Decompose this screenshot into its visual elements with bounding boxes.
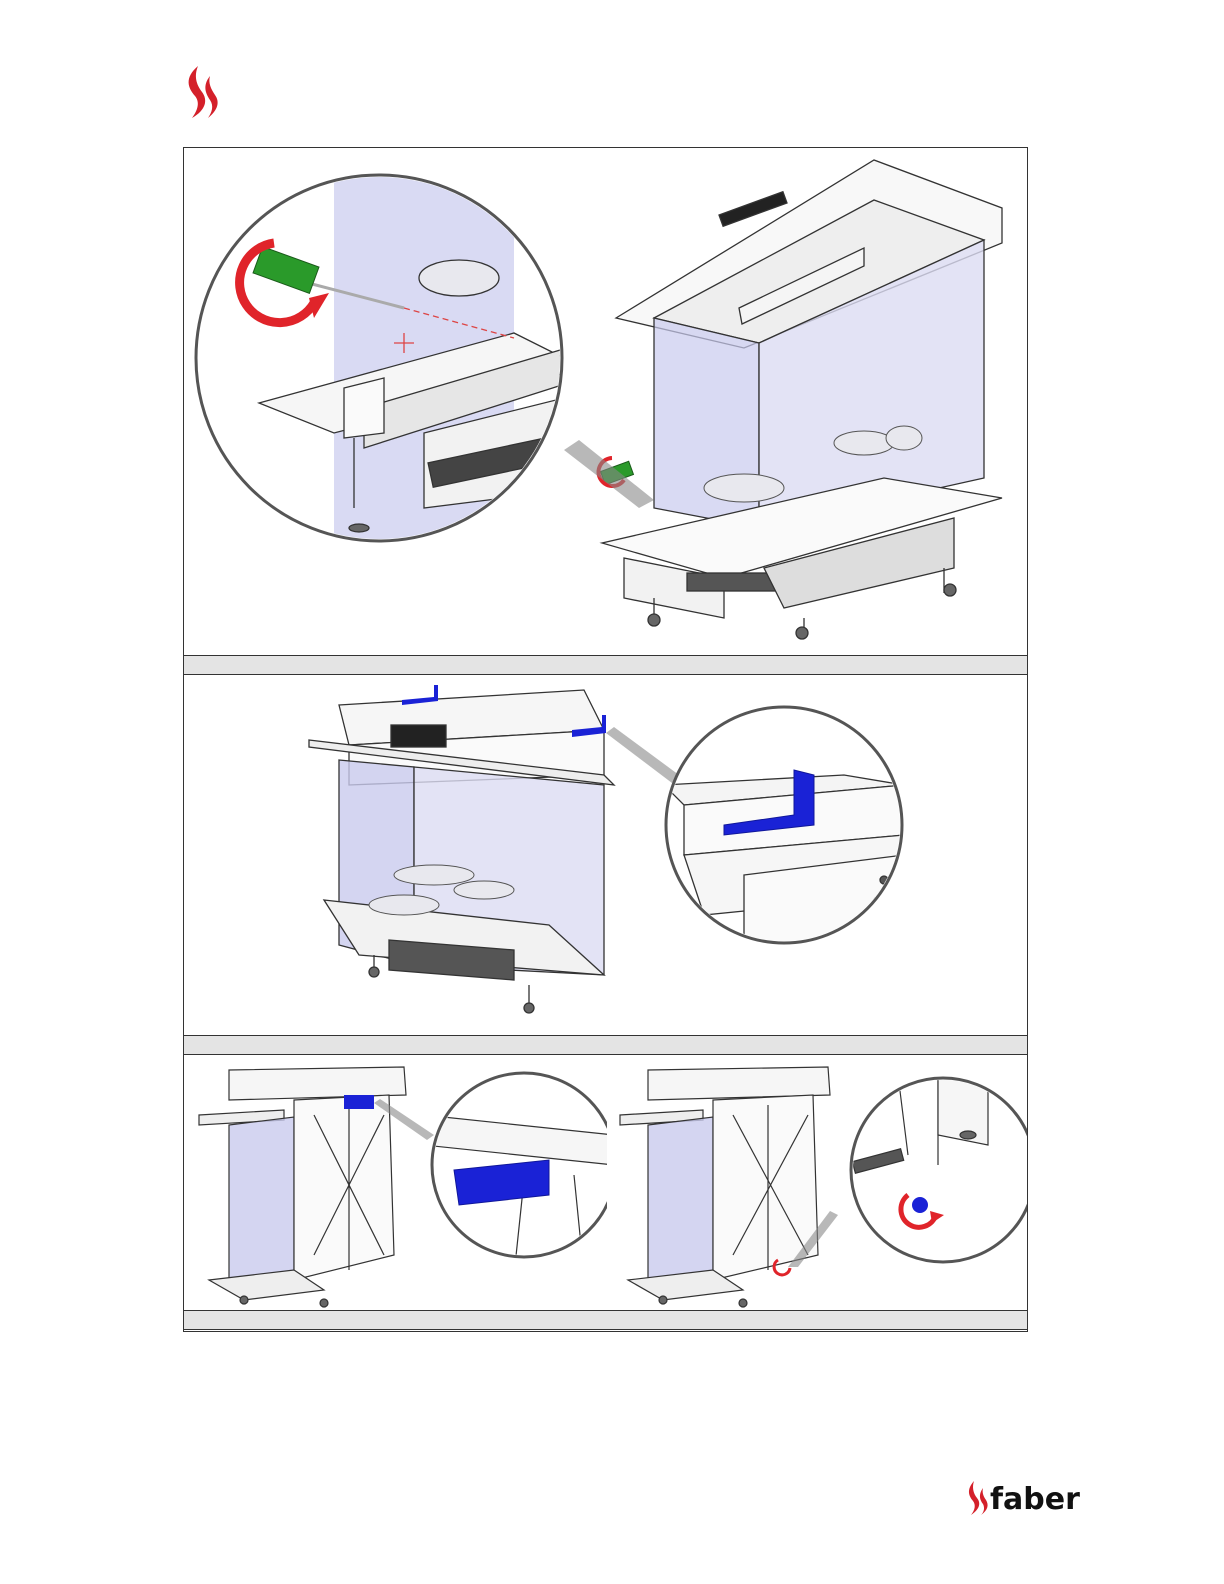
figure-3a-caption <box>184 1310 608 1330</box>
figure-3b-caption <box>607 1310 1027 1330</box>
figure-table <box>183 147 1028 1332</box>
figure-2-caption <box>184 1035 1027 1055</box>
figure-3a-illustration <box>184 1055 607 1310</box>
figure-3b-panel <box>608 1055 1027 1310</box>
figure-1-illustration <box>184 148 1027 655</box>
footer-brand-name: faber <box>990 1482 1080 1517</box>
figure-2-panel <box>184 675 1027 1035</box>
figure-3b-illustration <box>608 1055 1027 1310</box>
figure-1-panel <box>184 148 1027 655</box>
figure-3a-panel <box>184 1055 607 1310</box>
figure-1-caption <box>184 655 1027 675</box>
header-logo <box>178 62 224 122</box>
flame-icon <box>178 62 224 122</box>
footer-logo <box>962 1478 992 1518</box>
figure-2-illustration <box>184 675 1027 1035</box>
flame-icon <box>962 1478 992 1518</box>
